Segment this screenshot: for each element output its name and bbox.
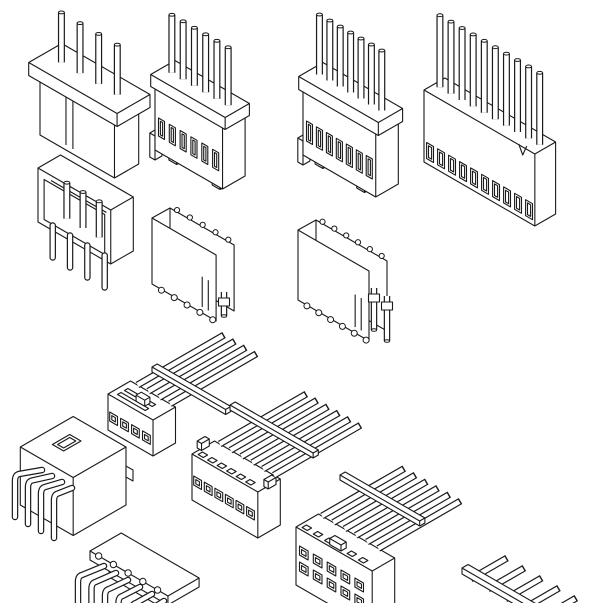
receptacle-housing-dual-row-10pin xyxy=(295,465,463,603)
right-angle-locking-header-6pin xyxy=(74,532,200,603)
vertical-header-7pin xyxy=(297,12,404,198)
smt-header-5pin xyxy=(151,206,235,324)
shrouded-header-4pin xyxy=(37,154,134,291)
vertical-header-6pin xyxy=(149,12,250,191)
terminal-carrier-strip-partial xyxy=(461,554,579,603)
receptacle-housing-4pin xyxy=(107,331,259,457)
vertical-header-10pin xyxy=(423,13,557,227)
right-angle-header-4pin xyxy=(11,415,134,542)
receptacle-housing-6pin xyxy=(191,390,363,539)
smt-header-6pin xyxy=(297,218,394,344)
vertical-header-4pin xyxy=(28,10,151,179)
